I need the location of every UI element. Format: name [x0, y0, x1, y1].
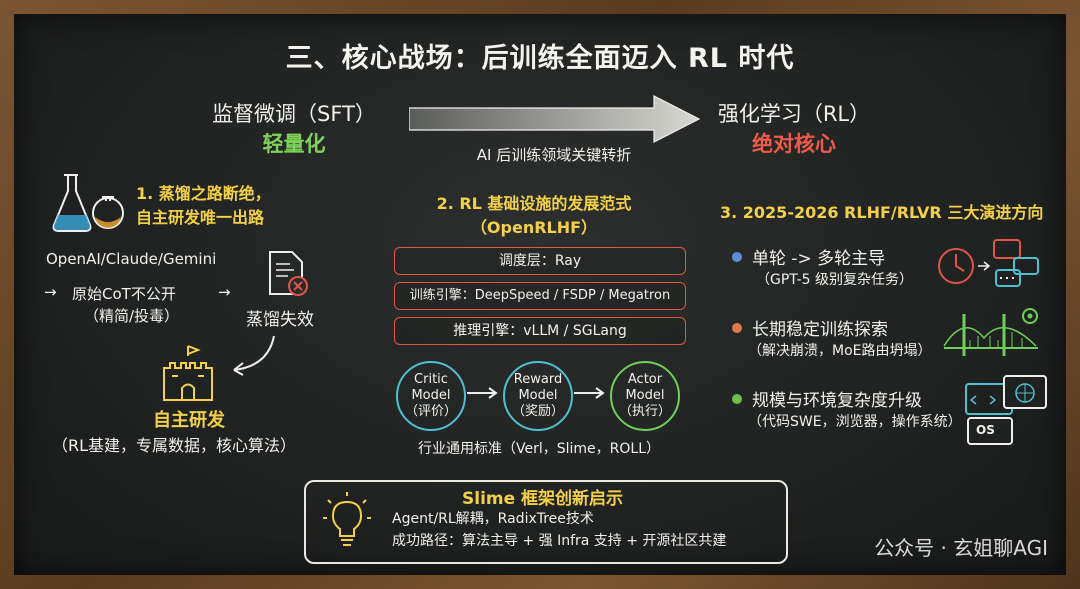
self-research-title: 自主研发	[153, 410, 225, 431]
actor-model-node: Actor Model （执行）	[610, 361, 680, 431]
self-research-sub: （RL基建，专属数据，核心算法）	[52, 436, 297, 455]
direction-2-title: 长期稳定训练探索	[752, 320, 888, 340]
bridge-gear-icon	[943, 308, 1038, 356]
sft-sub-label: 轻量化	[262, 132, 326, 156]
section1-heading-line2: 自主研发唯一出路	[136, 208, 265, 227]
layer-scheduler: 调度层：Ray	[394, 247, 686, 275]
document-error-icon	[269, 251, 308, 296]
to-fail-arrow-icon: →	[218, 283, 231, 301]
direction-3-sub: （代码SWE，浏览器，操作系统）	[748, 414, 962, 430]
os-label: OS	[976, 423, 995, 437]
transition-arrow-icon	[409, 95, 701, 143]
rl-label: 强化学习（RL）	[717, 102, 871, 126]
chalkboard: 三、核心战场：后训练全面迈入 RL 时代 监督微调（SFT） 轻量化 AI 后训…	[14, 14, 1066, 575]
lightbulb-icon	[323, 492, 371, 546]
actor-model-line2: Model	[625, 388, 665, 403]
critic-model-line1: Critic	[414, 372, 448, 387]
bullet-icon	[732, 323, 742, 333]
bullet-icon	[732, 394, 742, 404]
industry-standard-label: 行业通用标准（Verl，Slime，ROLL）	[417, 441, 660, 457]
bullet-icon	[732, 252, 742, 262]
layer-training-engine: 训练引擎：DeepSpeed / FSDP / Megatron	[394, 282, 686, 310]
slime-title: Slime 框架创新启示	[462, 489, 624, 509]
code-browser-os-icon	[965, 375, 1047, 445]
section2-heading-line2: （OpenRLHF）	[470, 218, 598, 237]
reward-to-actor-arrow-icon	[574, 387, 605, 399]
section3-heading: 3. 2025-2026 RLHF/RLVR 三大演进方向	[720, 203, 1044, 222]
section1-heading-line1: 1. 蒸馏之路断绝，	[136, 184, 271, 203]
reward-model-node: Reward Model （奖励）	[503, 361, 573, 431]
reward-model-line1: Reward	[513, 372, 563, 387]
actor-model-line1: Actor	[627, 372, 663, 387]
cot-sub-label: （精简/投毒）	[84, 307, 180, 325]
reward-model-line2: Model	[518, 388, 558, 403]
critic-model-line3: （评价）	[404, 404, 457, 419]
watermark: 公众号 · 玄姐聊AGI	[874, 536, 1048, 560]
companies-label: OpenAI/Claude/Gemini	[46, 250, 217, 268]
reward-model-line3: （奖励）	[511, 404, 564, 419]
slime-line2: 成功路径：算法主导 + 强 Infra 支持 + 开源社区共建	[392, 533, 727, 549]
actor-model-line3: （执行）	[618, 404, 671, 419]
sft-label: 监督微调（SFT）	[212, 102, 376, 126]
critic-to-reward-arrow-icon	[467, 387, 498, 399]
direction-3-title: 规模与环境复杂度升级	[752, 391, 922, 411]
distill-fail-label: 蒸馏失效	[246, 310, 314, 330]
slime-insight-box	[304, 480, 788, 564]
critic-model-line2: Model	[411, 388, 451, 403]
critic-model-node: Critic Model （评价）	[396, 361, 466, 431]
cot-arrow-icon: →	[44, 283, 57, 301]
slime-line1: Agent/RL解耦，RadixTree技术	[392, 511, 594, 527]
direction-2-sub: （解决崩溃，MoE路由坍塌）	[748, 343, 932, 359]
direction-1-title: 单轮 -> 多轮主导	[752, 249, 886, 269]
page-title: 三、核心战场：后训练全面迈入 RL 时代	[285, 43, 795, 74]
direction-1-sub: （GPT-5 级别复杂任务）	[756, 272, 913, 288]
clock-chat-icon	[938, 239, 1039, 287]
castle-icon	[163, 345, 213, 401]
curved-arrow-icon	[233, 335, 275, 376]
cot-label: 原始CoT不公开	[72, 285, 176, 303]
arrow-caption: AI 后训练领域关键转折	[476, 146, 632, 164]
section2-heading-line1: 2. RL 基础设施的发展范式	[436, 194, 632, 213]
rl-sub-label: 绝对核心	[752, 132, 836, 156]
layer-inference-engine: 推理引擎：vLLM / SGLang	[394, 317, 686, 345]
flask-icon	[52, 174, 124, 232]
